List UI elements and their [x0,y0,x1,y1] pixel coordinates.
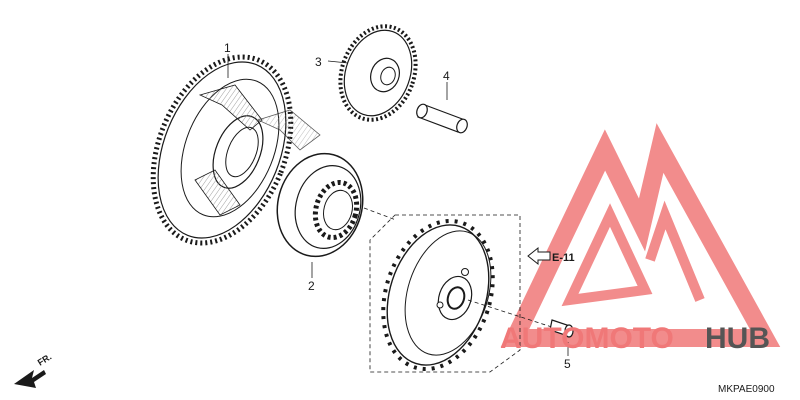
callout-5: 5 [564,357,571,371]
front-direction-label: FR. [36,352,54,368]
callout-4: 4 [443,69,450,83]
callout-2: 2 [308,279,315,293]
assembly-outline-dashed [369,214,521,373]
part-5-bolt [549,319,574,338]
watermark-logo [500,123,781,347]
watermark-text-secondary: HUB [705,322,770,355]
part-3-starter-idle-gear [338,24,418,122]
front-direction-indicator: FR. [14,352,53,388]
callout-1: 1 [224,41,231,55]
callout-3: 3 [315,55,322,69]
part-2-starter-clutch [276,152,397,258]
watermark-text: AUTOMOTO HUB [500,322,770,355]
reference-label: E-11 [552,252,575,264]
part-4-idle-gear-shaft [416,103,468,134]
part-1-starter-driven-gear [150,54,321,246]
diagram-code: MKPAE0900 [718,384,775,395]
reference-arrow: E-11 [527,246,575,266]
flywheel-rotor [381,218,556,372]
watermark-text-primary: AUTOMOTO [500,322,674,355]
leader-lines [227,54,569,356]
